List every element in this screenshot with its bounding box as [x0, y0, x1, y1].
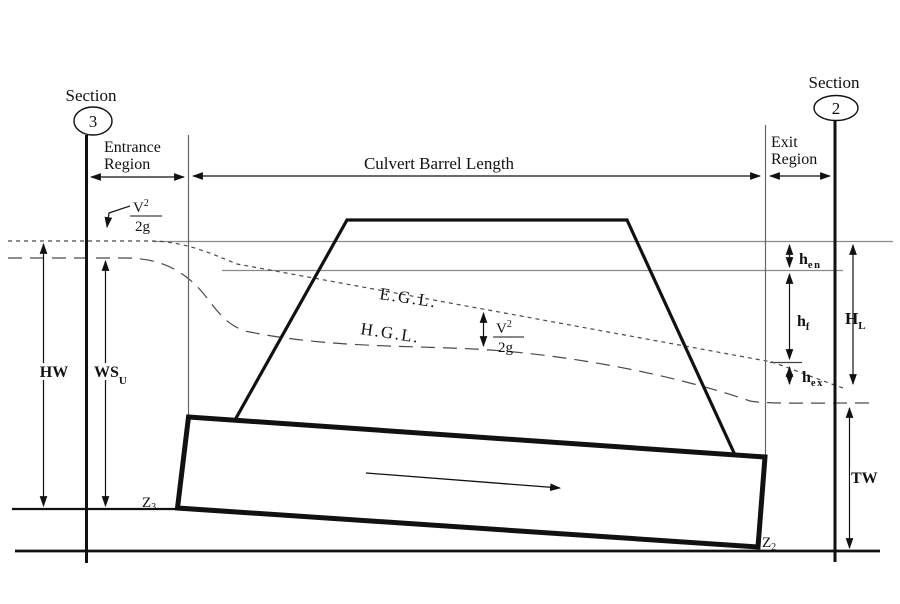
z2-datum-label: Z2 [762, 535, 776, 553]
tailwater-label: TW [851, 470, 878, 487]
section-3-title: Section [66, 86, 117, 105]
energy-grade-line [8, 240, 847, 390]
barrel-length-label: Culvert Barrel Length [364, 154, 515, 173]
flow-direction-arrow [365, 472, 562, 492]
headwater-label-backing [35, 363, 73, 380]
upstream-velocity-head-denominator: 2g [135, 219, 151, 235]
entrance-loss-label: hen [799, 251, 821, 271]
exit-loss-label: hex [802, 369, 824, 389]
entrance-region-label-line2: Region [104, 156, 150, 173]
tailwater-label-backing [850, 468, 883, 486]
culvert-barrel [174, 414, 768, 550]
section-2-number: 2 [832, 99, 841, 118]
section-3-number: 3 [89, 112, 98, 131]
upstream-velocity-head-numerator: V2 [133, 198, 149, 216]
entrance-region-label-line1: Entrance [104, 139, 161, 156]
barrel-velocity-head-numerator: V2 [496, 319, 512, 337]
z3-datum-label: Z3 [142, 495, 156, 513]
upstream-velocity-head-leader-arrow [104, 205, 131, 229]
barrel-velocity-head-denominator: 2g [498, 340, 514, 356]
water-surface-label-backing [92, 363, 139, 380]
headwater-label: HW [40, 364, 68, 381]
exit-region-label-line1: Exit [771, 134, 798, 151]
section-3-bubble [73, 106, 113, 136]
section-2-bubble [813, 94, 859, 122]
section-2-title: Section [809, 73, 860, 92]
exit-region-label-line2: Region [771, 151, 817, 168]
roadway-embankment-outline [233, 218, 737, 456]
friction-loss-label: hf [797, 313, 810, 333]
hydraulic-grade-line [8, 257, 873, 404]
upstream-water-surface-label: WSU [94, 364, 127, 387]
total-head-loss-label: HL [845, 309, 866, 332]
